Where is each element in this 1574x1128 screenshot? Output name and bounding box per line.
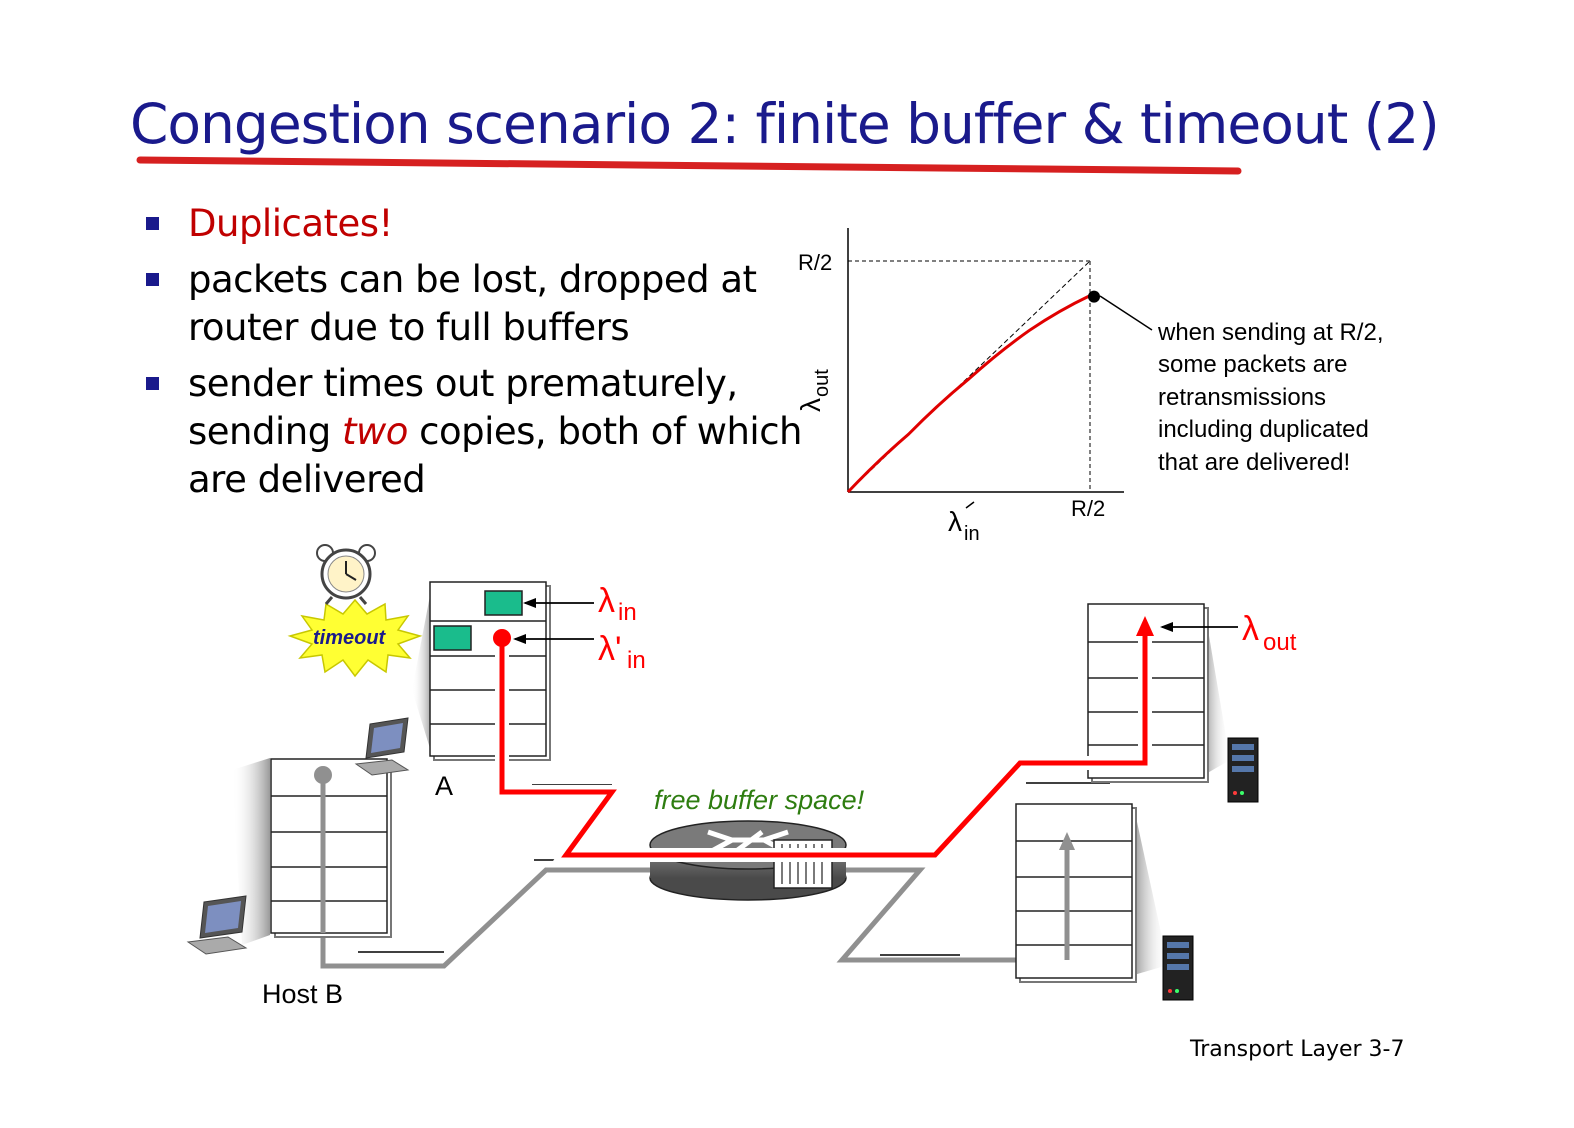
bullet-marker [146,217,159,230]
lambda-out-symbol: λ [1242,610,1259,648]
bullet-emphasis: two [341,410,408,453]
chart-annotation-pointer [1099,295,1153,331]
host-a-shadow [412,585,432,755]
server-tower-icon [1227,737,1259,803]
lambda-in-subscript: in [618,599,637,626]
chart-x-label-prime [965,501,975,509]
bullet-text: Duplicates! [188,202,393,245]
router-buffer [773,839,833,889]
host-a-buffer-slots [430,620,546,725]
chart-annotation-line: that are delivered! [1158,449,1350,476]
computer-icon [186,895,248,955]
chart-annotation-line: retransmissions [1158,384,1326,411]
host-b-buffer-slots [271,795,387,902]
lower-route-arrowhead-final [1059,832,1075,850]
packet-retransmit [433,625,472,651]
footer-label: Transport Layer 3-7 [1190,1037,1405,1062]
upper-route-path [499,630,1148,858]
packet-new [484,590,523,616]
chart-y-tick-label: R/2 [798,250,832,275]
bullet-list: Duplicates! packets can be lost, dropped… [142,200,803,512]
chart-y-label-subscript: out [811,369,833,397]
server-bottom-buffer [1015,803,1133,979]
chart-endpoint-marker [1088,290,1100,303]
bullet-text: packets can be lost, dropped at router d… [188,258,757,349]
host-a-send-point [493,629,511,647]
host-b-buffer [270,758,388,934]
host-b-label: Host B [262,979,343,1009]
rate-arrows [515,602,1238,640]
lambda-in-arrowhead [523,598,536,608]
chart-x-tick-label: R/2 [1071,496,1105,521]
server-bottom-buffer-slots [1016,840,1132,946]
server-bottom-shadow [1134,808,1168,975]
lambda-out-subscript: out [1263,629,1297,656]
lambda-out-arrowhead [1160,622,1173,632]
slide-title: Congestion scenario 2: finite buffer & t… [130,92,1440,156]
bullet-marker [146,273,159,286]
chart-annotation-line: some packets are [1158,351,1347,378]
timeout-label: timeout [313,627,387,649]
bullet-item: sender times out prematurely, sending tw… [142,360,803,504]
bullet-item: Duplicates! [142,200,802,248]
alarm-clock-icon [316,544,376,605]
chart-x-label-subscript: in [964,523,980,545]
bullet-text-post: copies, both of which are delivered [188,410,803,501]
bullet-text-pre: sender times out prematurely, sending [188,362,738,453]
server-tower-icon [1162,935,1194,1001]
lambda-in-prime-symbol: λ' [598,630,622,668]
upper-route-arrowhead [1136,616,1154,636]
free-buffer-label: free buffer space! [654,785,865,815]
chart-y-label: λ out [795,369,833,412]
chart-y-label-symbol: λ [795,398,826,412]
lambda-in-prime-subscript: in [627,647,646,674]
lambda-in-prime-arrowhead [513,634,526,644]
chart-annotation-line: including duplicated [1158,416,1369,443]
chart-throughput-curve [846,294,1091,494]
lambda-in-symbol: λ [598,582,615,620]
bullet-item: packets can be lost, dropped at router d… [142,256,802,352]
bullet-marker [146,377,159,390]
chart-annotation-line: when sending at R/2, [1157,319,1383,346]
host-a-label: A [435,771,453,801]
timeout-burst: timeout [287,598,423,678]
computer-icon [354,717,410,776]
server-top-shadow [1204,606,1230,775]
chart-x-label-symbol: λ [948,506,962,537]
